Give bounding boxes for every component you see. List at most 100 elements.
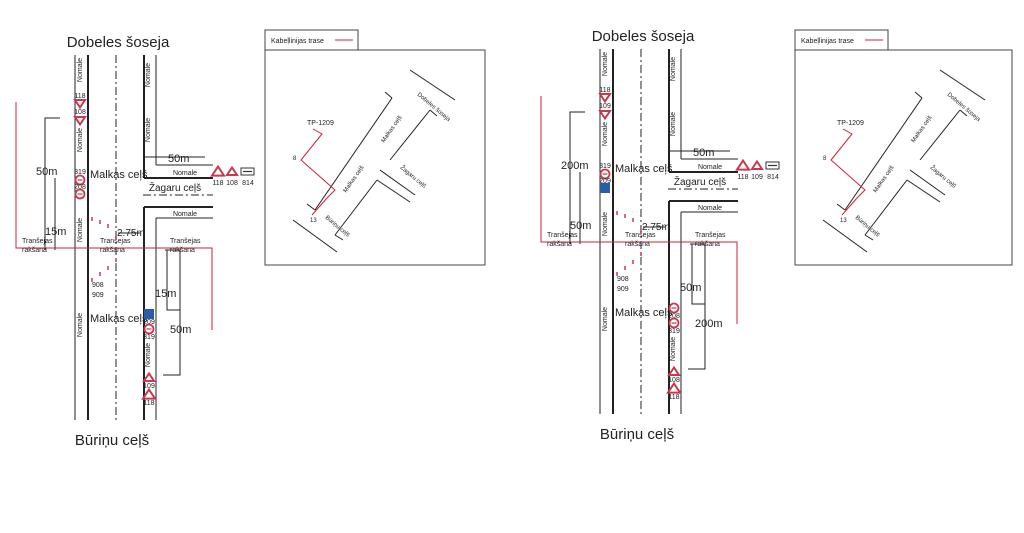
sign-number: 319 (74, 169, 86, 176)
map-road (919, 109, 961, 161)
shoulder-label: Nomale (670, 57, 677, 81)
shoulder-label: Nomale (145, 63, 152, 87)
map-road (376, 179, 411, 203)
trench-label: Tranšejas (695, 232, 726, 239)
sign-number: 208 (74, 184, 86, 191)
cable-route-line (15, 102, 213, 330)
trench-label: rakšana (170, 247, 195, 254)
sign-number: 118 (212, 180, 223, 187)
sign-number: 319 (143, 334, 155, 341)
map-road (409, 69, 456, 101)
shoulder-label: Nomale (145, 118, 152, 142)
sign-number: 118 (737, 174, 748, 181)
warning-sign-icon (598, 93, 612, 104)
road-name-bottom: Būriņu ceļš (75, 432, 149, 449)
sign-number: 319 (599, 163, 611, 170)
shoulder-label: Nomale (602, 52, 609, 76)
shoulder-label: Nomale (602, 307, 609, 331)
road-name-side: Malkas ceļš (90, 313, 148, 325)
warning-sign-icon (225, 165, 239, 176)
distance-label: 50m (680, 282, 701, 294)
shoulder-label: Nomale (173, 211, 197, 218)
sign-number: 109 (599, 103, 611, 110)
warning-sign-icon (73, 116, 87, 127)
distance-label: 50m (693, 147, 714, 159)
map-road (959, 109, 968, 117)
road-name-top: Dobeles šoseja (592, 28, 695, 45)
trench-label: Tranšejas (170, 238, 201, 245)
lane-width-label: 2.75m (117, 228, 145, 239)
sign-number: 118 (74, 93, 85, 100)
information-sign-icon (144, 309, 154, 319)
sign-number: 108 (668, 377, 680, 384)
map-road (379, 169, 416, 196)
map-road (384, 91, 393, 99)
shoulder-label: Nomale (602, 122, 609, 146)
sign-number: 209 (599, 178, 611, 185)
map-road (914, 91, 923, 99)
dimension-line (163, 249, 181, 376)
shoulder-label: Nomale (670, 112, 677, 136)
map-road (844, 97, 923, 211)
distance-label: 50m (570, 220, 591, 232)
map-road (864, 234, 874, 241)
distance-label: 50m (168, 153, 189, 165)
information-sign-icon (600, 183, 610, 193)
shoulder-label: Nomale (77, 313, 84, 337)
sign-number: 109 (751, 174, 763, 181)
map-road (314, 97, 393, 211)
sign-number: 108 (226, 180, 238, 187)
trench-label: rakšana (547, 241, 572, 248)
legend-label: Kabeļlinijas trase (271, 38, 324, 45)
map-road (836, 203, 846, 211)
substation-label: TP-1209 (307, 120, 334, 127)
trench-label: rakšana (695, 241, 720, 248)
sign-number: 118 (668, 394, 679, 401)
trench-label: Tranšejas (22, 238, 53, 245)
road-name-cross: Žagaru ceļš (674, 175, 726, 188)
warning-sign-icon (667, 365, 681, 376)
sign-number: 908 (92, 282, 104, 289)
sign-number: 319 (668, 328, 680, 335)
distance-label: 50m (170, 324, 191, 336)
map-road (334, 179, 378, 236)
point-label: 8 (823, 156, 827, 162)
map-road (292, 219, 338, 253)
shoulder-label: Nomale (77, 128, 84, 152)
warning-sign-icon (598, 110, 612, 121)
road-name-side: Malkas ceļš (90, 169, 148, 181)
dimension-line (44, 117, 60, 250)
sign-number: 209 (143, 319, 155, 326)
map-road (389, 109, 431, 161)
sign-number: 909 (92, 292, 104, 299)
sign-number: 208 (668, 313, 680, 320)
sign-number: 909 (617, 286, 629, 293)
road-name-top: Dobeles šoseja (67, 34, 170, 51)
warning-sign-icon (666, 381, 682, 394)
distance-label: 15m (155, 288, 176, 300)
warning-sign-icon (735, 158, 751, 171)
dimension-bracket (691, 243, 706, 305)
warning-sign-icon (141, 387, 157, 400)
map-road (864, 179, 908, 236)
map-road (909, 169, 946, 196)
warning-sign-icon (73, 99, 87, 110)
shoulder-label: Nomale (602, 212, 609, 236)
sign-number: 908 (617, 276, 629, 283)
warning-sign-icon (750, 159, 764, 170)
road-name-side: Malkas ceļš (615, 307, 673, 319)
trench-label: Tranšejas (547, 232, 578, 239)
map-road (306, 203, 316, 211)
map-frame (794, 49, 1013, 266)
trench-label: rakšana (100, 247, 125, 254)
substation-label: TP-1209 (837, 120, 864, 127)
point-label: 13 (310, 218, 317, 224)
trench-label: rakšana (22, 247, 47, 254)
warning-sign-icon (210, 164, 226, 177)
sign-number: 118 (143, 400, 154, 407)
